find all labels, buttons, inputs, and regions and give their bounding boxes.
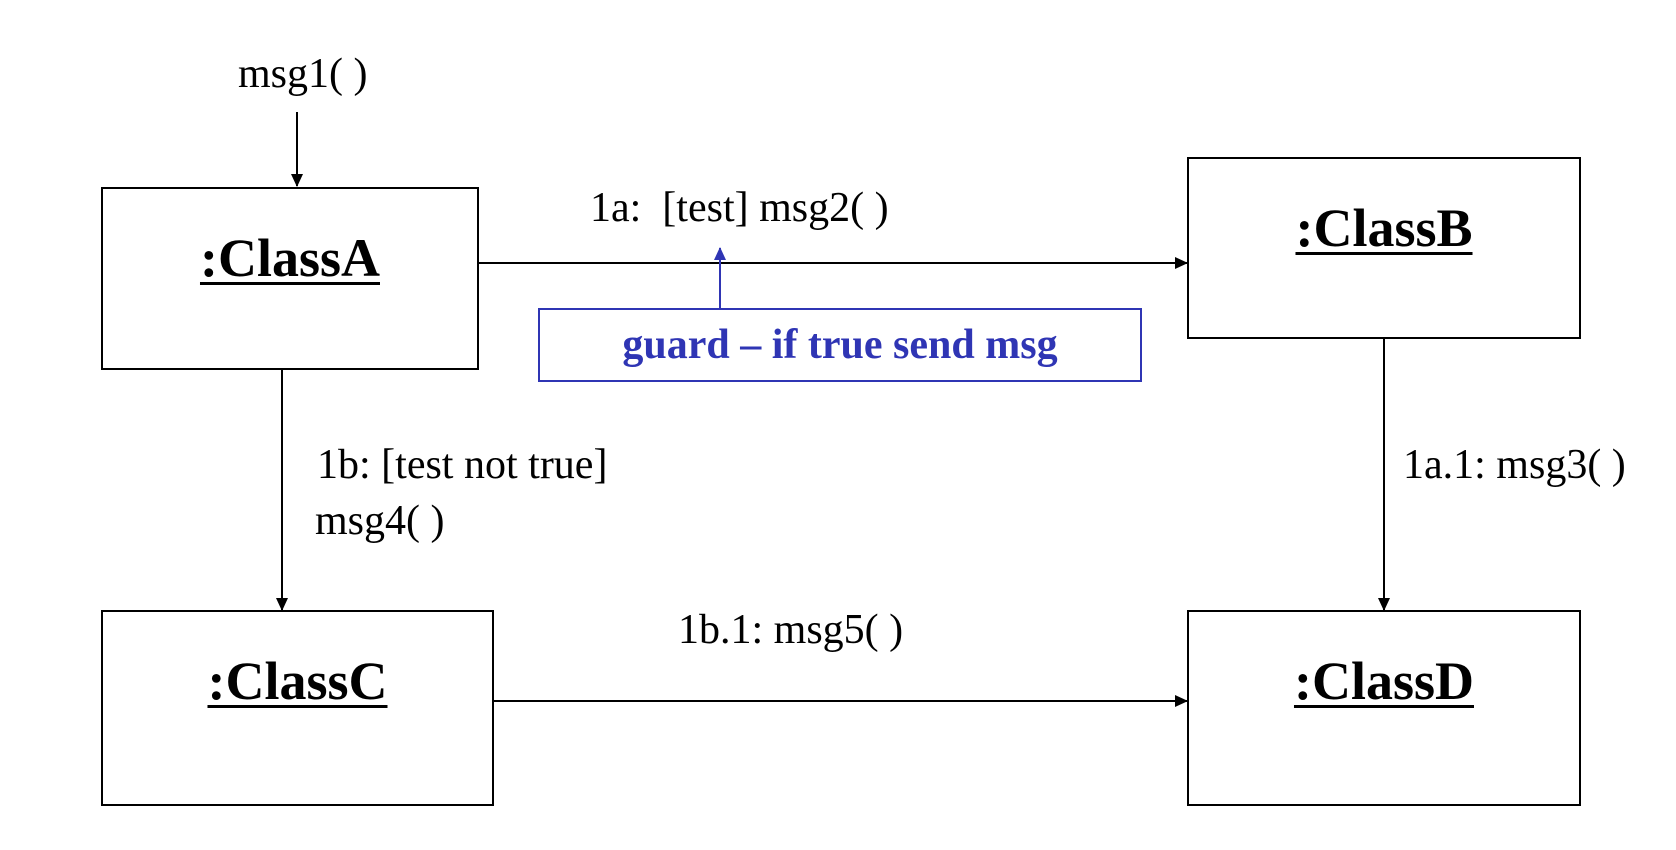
msg1-label: msg1( ) [238, 51, 368, 97]
msg5-label: 1b.1: msg5( ) [678, 607, 904, 653]
class-c-name: :ClassC [207, 651, 388, 711]
class-c-box[interactable]: :ClassC [101, 610, 494, 806]
class-d-box[interactable]: :ClassD [1187, 610, 1581, 806]
class-b-box[interactable]: :ClassB [1187, 157, 1581, 339]
msg3-label: 1a.1: msg3( ) [1403, 442, 1626, 488]
msg2-label: 1a: [test] msg2( ) [590, 185, 889, 231]
class-b-name: :ClassB [1295, 198, 1473, 258]
class-a-name: :ClassA [199, 228, 380, 288]
guard-note-text: guard – if true send msg [622, 322, 1058, 368]
msg4-label-line2: msg4( ) [315, 498, 445, 544]
guard-note: guard – if true send msg [538, 308, 1142, 382]
class-d-name: :ClassD [1293, 651, 1474, 711]
msg4-label-line1: 1b: [test not true] [317, 442, 608, 488]
class-a-box[interactable]: :ClassA [101, 187, 479, 370]
